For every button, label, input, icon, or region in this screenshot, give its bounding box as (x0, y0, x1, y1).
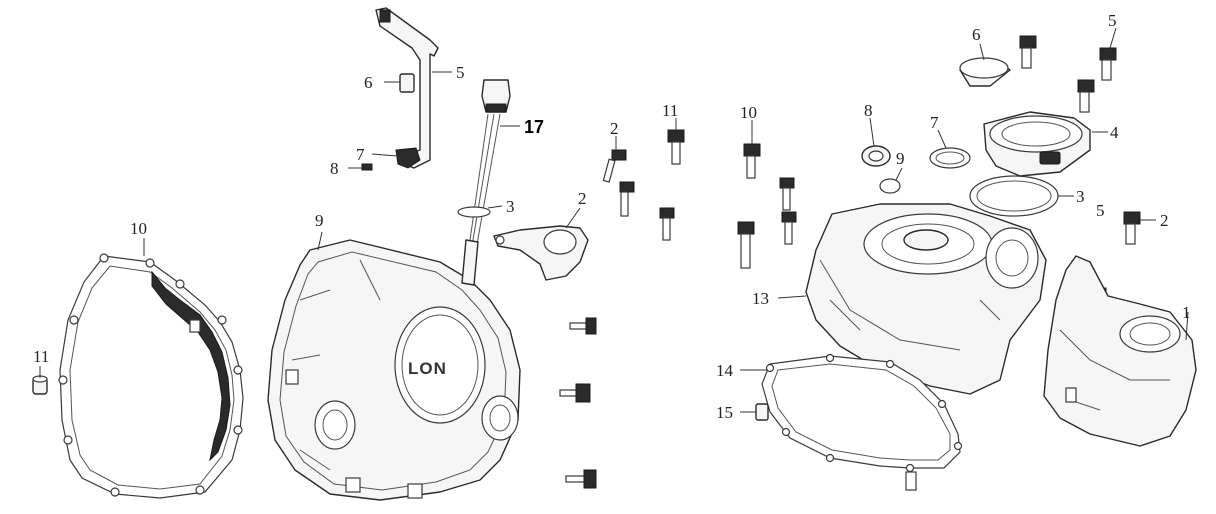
right-exploded-view: 2 11 10 8 9 7 6 5 5 4 3 2 13 1 14 15 (602, 11, 1197, 491)
callout-gasket: 10 (130, 219, 147, 238)
callout-bracket-clip: 6 (364, 73, 373, 92)
callout-bracket: 5 (456, 63, 465, 82)
gasket-right (761, 353, 963, 473)
o-ring-dipstick (457, 206, 491, 218)
callouts-right: 2 11 10 8 9 7 6 5 5 4 3 2 13 1 14 15 (610, 11, 1191, 422)
o-ring-small (929, 147, 971, 169)
callout-bolt-top: 5 (1108, 11, 1117, 30)
leader-lines-left (39, 71, 581, 378)
left-exploded-view: LON (32, 7, 597, 501)
o-ring-large (969, 175, 1059, 217)
callout-bolt-right: 2 (1160, 211, 1169, 230)
callout-o-ring-small: 7 (930, 113, 939, 132)
dowel-pin-right (755, 403, 769, 421)
callout-support-arm: 2 (578, 189, 587, 208)
callout-bracket-nut: 7 (356, 145, 365, 164)
callout-dipstick: 17 (524, 117, 544, 137)
callout-oil-seal: 8 (864, 101, 873, 120)
side-cover: LON (267, 239, 521, 501)
callout-crankcase-cover: 13 (752, 289, 769, 308)
callout-bolt-b: 11 (662, 101, 678, 120)
callout-o-ring-large: 3 (1076, 187, 1085, 206)
cover-logo: LON (408, 359, 447, 378)
oil-dipstick (461, 79, 511, 286)
gasket-left-cover (58, 253, 244, 499)
bolts-left-edge (559, 317, 597, 489)
callouts-left: 10 11 9 6 5 7 8 17 3 2 (33, 63, 587, 366)
dowel-pin (32, 375, 48, 395)
callout-dowel-pin: 11 (33, 347, 49, 366)
oil-seal (861, 145, 891, 167)
crankcase-cover (805, 203, 1047, 395)
small-cover (983, 111, 1091, 177)
callout-bracket-pin: 8 (330, 159, 339, 178)
callout-bolt-c: 10 (740, 103, 757, 122)
side-housing (1043, 255, 1197, 447)
filler-cap (959, 57, 1011, 87)
callout-small-ring: 9 (896, 149, 905, 168)
callout-gasket-right: 14 (716, 361, 734, 380)
callout-side-cover: 9 (315, 211, 324, 230)
callout-side-housing: 1 (1182, 303, 1191, 322)
bolts-right-loose (602, 35, 1141, 491)
small-ring (879, 178, 901, 194)
callout-bolt-side: 5 (1096, 201, 1105, 220)
leader-lines-right (615, 27, 1189, 413)
support-arm (493, 225, 589, 281)
breather-bracket (361, 7, 439, 171)
callout-bolt-a: 2 (610, 119, 619, 138)
callout-o-ring: 3 (506, 197, 515, 216)
callout-dowel-right: 15 (716, 403, 733, 422)
callout-small-cover: 4 (1110, 123, 1119, 142)
callout-filler-cap: 6 (972, 25, 981, 44)
